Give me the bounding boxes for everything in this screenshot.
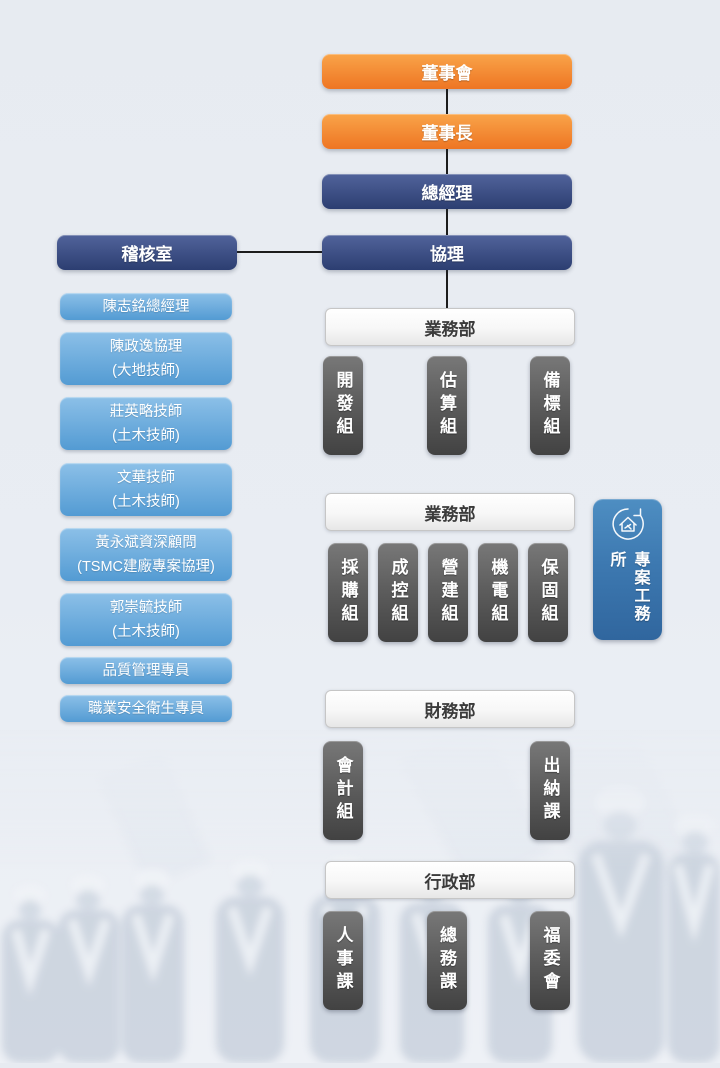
unit-box: 成控組 (378, 543, 418, 642)
org-node-label: 總經理 (421, 184, 473, 203)
org-node-chairman: 董事長 (322, 114, 572, 149)
connector-line (446, 209, 448, 235)
staff-name: 文華技師 (117, 469, 175, 486)
unit-box: 開發組 (323, 356, 363, 455)
dept-header-admin: 行政部 (325, 861, 575, 899)
units-row: 採購組 成控組 營建組 機電組 保固組 (328, 543, 568, 642)
unit-box: 會計組 (323, 741, 363, 840)
staff-box: 職業安全衛生專員 (60, 695, 232, 722)
unit-label: 總務課 (437, 926, 456, 995)
staff-box: 品質管理專員 (60, 657, 232, 684)
dept-name: 業務部 (424, 319, 476, 339)
unit-label: 估算組 (437, 371, 456, 440)
unit-label: 機電組 (488, 558, 508, 627)
connector-line (237, 251, 322, 253)
dept-header-business-1: 業務部 (325, 308, 575, 346)
unit-label: 人事課 (333, 926, 353, 995)
unit-box: 備標組 (530, 356, 570, 455)
unit-label: 福委會 (540, 926, 560, 995)
org-node-label: 稽核室 (121, 245, 173, 264)
connector-line (446, 149, 448, 174)
dept-name: 財務部 (424, 701, 476, 721)
house-renovation-icon (608, 504, 648, 549)
staff-box: 黃永斌資深顧問 (TSMC建廠專案協理) (60, 528, 232, 581)
staff-name: 郭崇毓技師 (109, 599, 183, 616)
org-node-label: 協理 (430, 245, 464, 264)
staff-title: (土木技師) (112, 493, 180, 510)
staff-name: 陳政逸協理 (109, 338, 183, 355)
unit-label: 備標組 (540, 371, 560, 440)
staff-box: 陳政逸協理 (大地技師) (60, 332, 232, 385)
staff-title: (土木技師) (112, 623, 180, 640)
staff-box: 文華技師 (土木技師) (60, 463, 232, 516)
unit-box: 福委會 (530, 911, 570, 1010)
unit-label: 會計組 (333, 756, 353, 825)
unit-box: 採購組 (328, 543, 368, 642)
unit-box: 機電組 (478, 543, 518, 642)
staff-box: 陳志銘總經理 (60, 293, 232, 320)
org-node-president: 總經理 (322, 174, 572, 209)
staff-title: (土木技師) (112, 427, 180, 444)
org-node-label: 專案工務所 (607, 551, 649, 623)
org-node-label: 董事會 (421, 64, 473, 83)
org-node-vice-president: 協理 (322, 235, 572, 270)
unit-box: 總務課 (426, 911, 467, 1010)
unit-box: 估算組 (426, 356, 467, 455)
units-row: 人事課 總務課 福委會 (323, 911, 570, 1010)
org-node-project-office: 專案工務所 (593, 499, 662, 640)
unit-box: 出納課 (530, 741, 570, 840)
unit-label: 出納課 (540, 756, 560, 825)
dept-header-finance: 財務部 (325, 690, 575, 728)
staff-title: (大地技師) (112, 362, 180, 379)
connector-line (446, 89, 448, 114)
org-node-label: 董事長 (421, 124, 473, 143)
unit-box: 營建組 (428, 543, 468, 642)
unit-label: 開發組 (333, 371, 353, 440)
unit-box: 人事課 (323, 911, 363, 1010)
unit-label: 採購組 (338, 558, 358, 627)
staff-box: 莊英略技師 (土木技師) (60, 397, 232, 450)
dept-header-business-2: 業務部 (325, 493, 575, 531)
unit-label: 保固組 (538, 558, 558, 627)
staff-box: 郭崇毓技師 (土木技師) (60, 593, 232, 646)
staff-title: (TSMC建廠專案協理) (77, 558, 215, 575)
unit-label: 成控組 (388, 558, 408, 627)
org-node-audit-office: 稽核室 (57, 235, 237, 270)
unit-label: 營建組 (438, 558, 458, 627)
dept-name: 業務部 (424, 504, 476, 524)
unit-box: 保固組 (528, 543, 568, 642)
staff-name: 莊英略技師 (109, 403, 183, 420)
connector-line (446, 270, 448, 308)
staff-name: 品質管理專員 (102, 662, 190, 679)
units-row: 會計組 出納課 (323, 741, 570, 840)
staff-name: 職業安全衛生專員 (88, 700, 204, 717)
dept-name: 行政部 (424, 872, 476, 892)
org-node-board: 董事會 (322, 54, 572, 89)
staff-name: 黃永斌資深顧問 (95, 534, 197, 551)
staff-name: 陳志銘總經理 (102, 298, 190, 315)
units-row: 開發組 估算組 備標組 (323, 356, 570, 455)
